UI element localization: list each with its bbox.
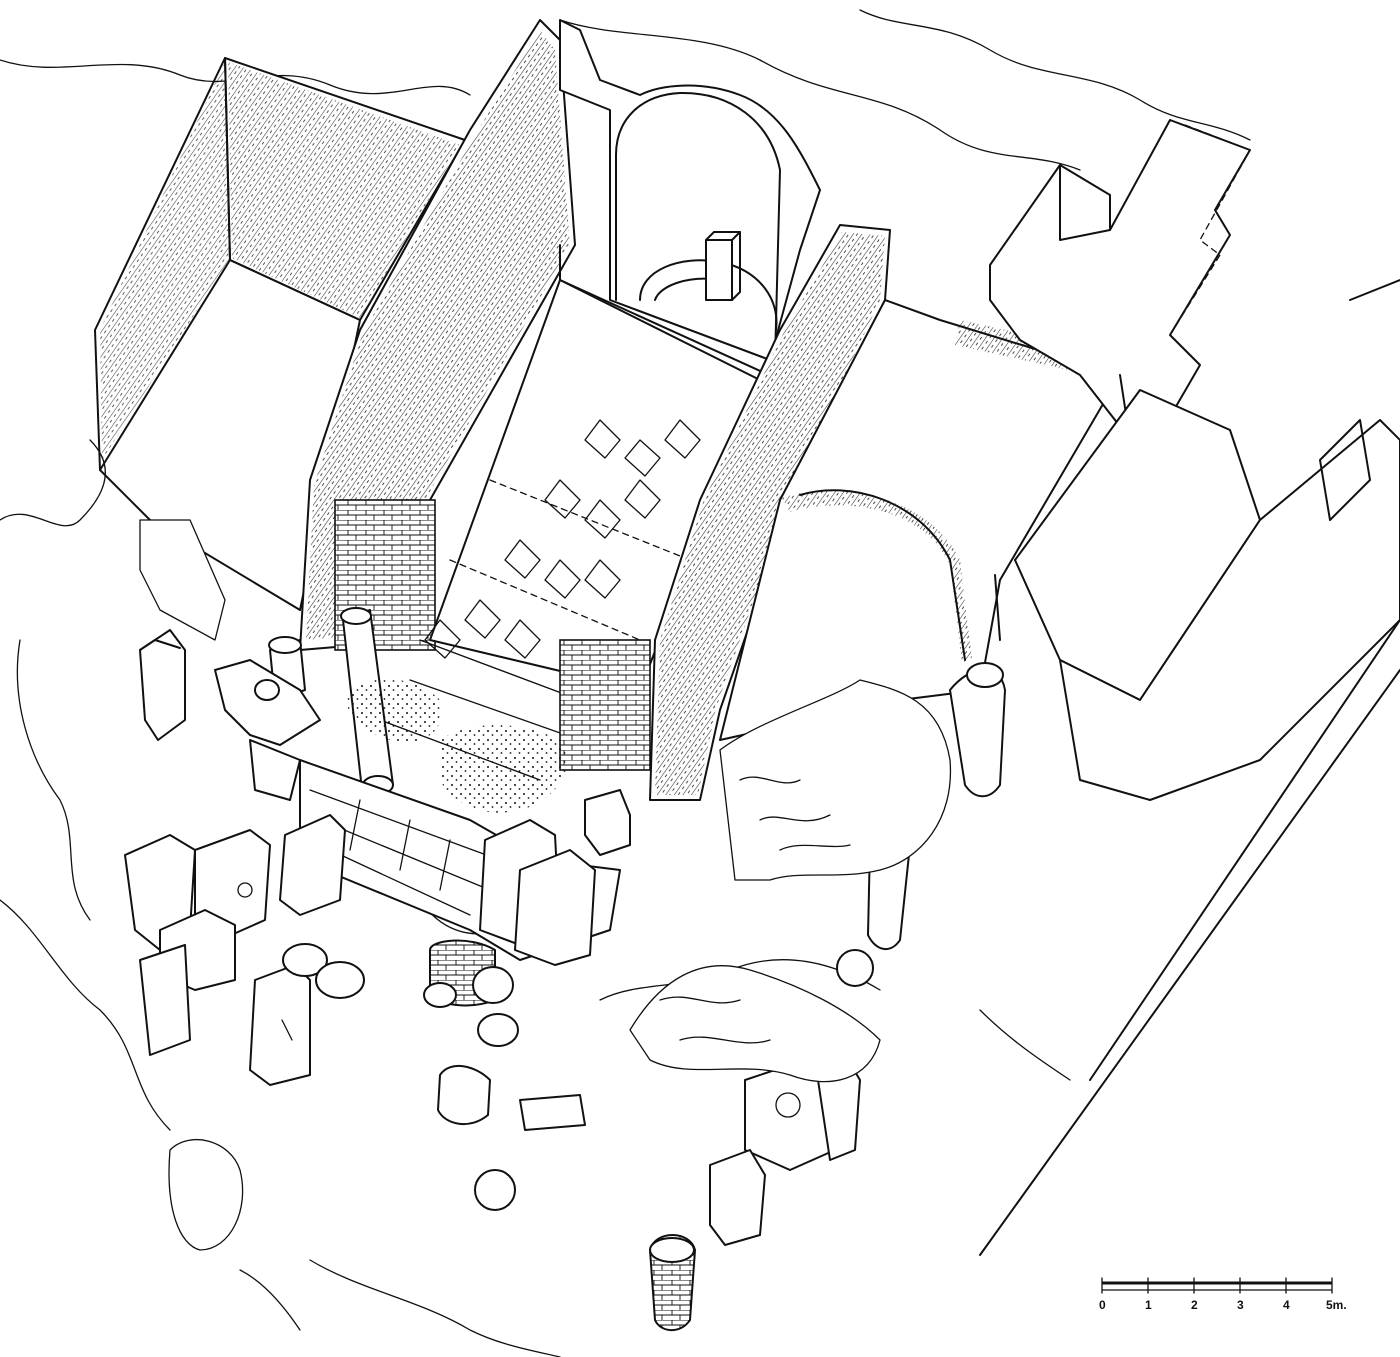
scale-tick-3: 3 — [1237, 1298, 1244, 1312]
scale-bar: 0 1 2 3 4 5m. — [1099, 1277, 1347, 1312]
scale-end-label: 5m. — [1326, 1298, 1347, 1312]
scale-tick-1: 1 — [1145, 1298, 1152, 1312]
floor-tiles — [424, 419, 701, 659]
right-boundary — [979, 619, 1400, 1256]
rubble — [139, 519, 952, 1331]
terrain-contours — [0, 9, 1251, 1357]
right-dividing-wall — [559, 224, 891, 801]
scale-tick-2: 2 — [1191, 1298, 1198, 1312]
left-dividing-wall — [299, 19, 576, 651]
column-drums — [282, 939, 696, 1332]
left-rock-chamber — [94, 57, 466, 611]
altars-and-pedestals — [124, 629, 1006, 1246]
right-rock-blocks — [989, 119, 1400, 801]
scale-tick-4: 4 — [1283, 1298, 1290, 1312]
scale-tick-0: 0 — [1099, 1298, 1106, 1312]
